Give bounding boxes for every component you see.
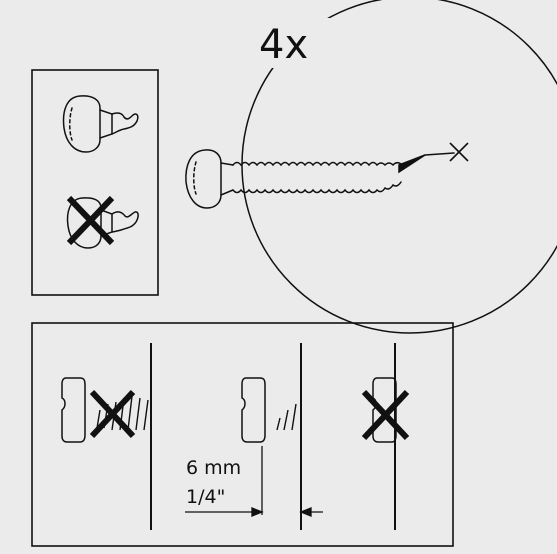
screw-icon [62, 95, 139, 153]
detail-circle [241, 0, 557, 334]
quantity-circle-group: 4x [241, 0, 557, 334]
quantity-label: 4x [259, 22, 308, 68]
gap-dimension [185, 446, 323, 517]
panel-screw-head-check [31, 69, 159, 296]
panel-frame [31, 69, 159, 296]
screw-icon [61, 377, 149, 443]
panel-frame [31, 322, 454, 547]
screw-icon [241, 377, 297, 443]
cross-out-icon [89, 389, 136, 439]
panel-screw-depth: 6 mm 1/4" [31, 322, 454, 547]
gap-dimension-inch: 1/4" [186, 486, 225, 508]
screw-icon [185, 149, 455, 209]
cross-out-icon [361, 389, 410, 441]
cross-out-icon [66, 195, 115, 246]
gap-dimension-mm: 6 mm [186, 457, 241, 479]
target-x-icon [449, 142, 469, 162]
screw-icon [372, 377, 397, 443]
